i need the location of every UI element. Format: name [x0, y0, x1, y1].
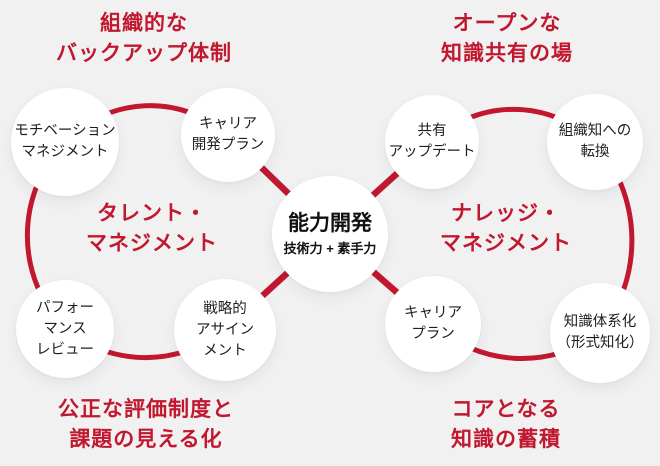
loop-label-line: タレント・ [97, 202, 207, 225]
node-label-line: 組織知への [558, 123, 632, 139]
node-label-line: アサイン [196, 321, 254, 338]
heading-line: コアとなる [451, 398, 561, 421]
node-label-line: マネジメント [21, 144, 109, 160]
node-motivation-management: モチベーション マネジメント [11, 88, 119, 196]
loop-label-line: ナレッジ・ [451, 202, 561, 225]
node-label-line: 戦略的 [203, 300, 247, 317]
heading-bottom-left: 公正な評価制度と 課題の見える化 [6, 395, 286, 455]
node-shared-update: 共有 アップデート [385, 95, 479, 189]
node-career-dev-plan: キャリア 開発プラン [181, 88, 275, 182]
heading-line: 知識の蓄積 [451, 428, 561, 451]
heading-line: 組織的な [100, 12, 188, 35]
node-label-line: 知識体系化 [563, 314, 637, 330]
node-label-line: キャリア [199, 116, 257, 132]
node-career-plan: キャリア プラン [385, 276, 481, 372]
node-knowledge-systematization: 知識体系化 （形式知化） [550, 283, 650, 383]
heading-top-left: 組織的な バックアップ体制 [4, 9, 284, 69]
node-label-line: レビュー [36, 341, 94, 358]
loop-label-talent-management: タレント・ マネジメント [42, 199, 262, 259]
center-node-title: 能力開発 [288, 211, 372, 235]
node-label-line: モチベーション [14, 123, 116, 139]
loop-label-knowledge-management: ナレッジ・ マネジメント [396, 199, 616, 259]
heading-line: 知識共有の場 [441, 42, 573, 65]
node-label-line: 共有 [417, 123, 447, 139]
node-label-line: マンス [43, 320, 87, 337]
loop-label-line: マネジメント [440, 232, 572, 255]
node-org-knowledge-conversion: 組織知への 転換 [547, 94, 643, 190]
heading-line: 課題の見える化 [69, 428, 223, 451]
heading-top-right: オープンな 知識共有の場 [367, 9, 647, 69]
heading-line: オープンな [452, 12, 562, 35]
heading-line: 公正な評価制度と [58, 398, 234, 421]
node-label-line: プラン [411, 326, 455, 342]
node-capability-development: 能力開発 技術力 + 素手力 [272, 176, 388, 292]
node-label-line: 転換 [580, 144, 610, 160]
node-label-line: 開発プラン [191, 137, 265, 153]
node-strategic-assignment: 戦略的 アサイン メント [174, 279, 276, 381]
loop-label-line: マネジメント [86, 232, 218, 255]
heading-line: バックアップ体制 [56, 42, 232, 65]
node-performance-review: パフォー マンス レビュー [16, 280, 114, 378]
center-node-subtitle: 技術力 + 素手力 [283, 240, 377, 256]
node-label-line: （形式知化） [556, 335, 644, 351]
heading-bottom-right: コアとなる 知識の蓄積 [366, 395, 646, 455]
node-label-line: メント [203, 342, 247, 359]
node-label-line: パフォー [36, 299, 94, 316]
node-label-line: キャリア [404, 305, 462, 321]
node-label-line: アップデート [388, 144, 476, 160]
